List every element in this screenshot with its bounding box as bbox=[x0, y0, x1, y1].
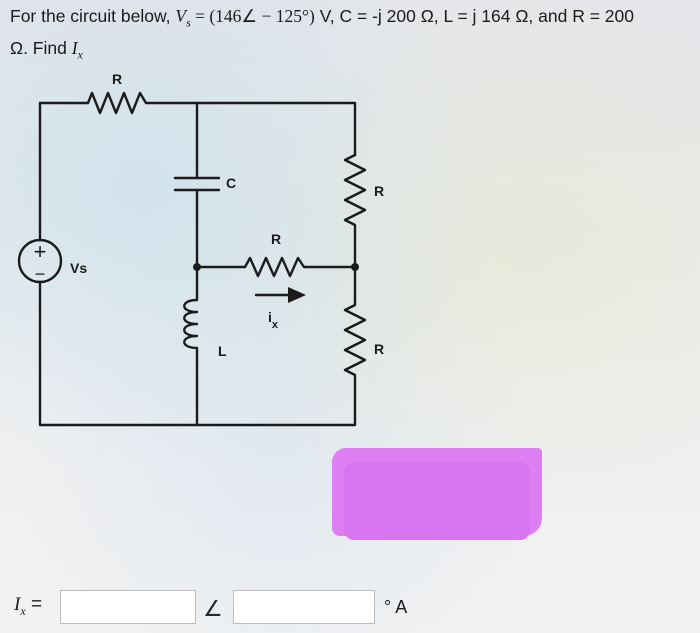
magnitude-input[interactable] bbox=[60, 590, 196, 624]
answer-label: Ix = bbox=[14, 594, 43, 618]
resistor-right-top bbox=[343, 153, 367, 269]
vs-value: = (146∠ − 125°) bbox=[190, 6, 315, 26]
voltage-source bbox=[17, 238, 63, 284]
angle-symbol: ∠ bbox=[203, 596, 223, 621]
node-right bbox=[351, 263, 359, 271]
label-r-middle: R bbox=[271, 231, 281, 247]
source-plus: + bbox=[34, 239, 47, 264]
label-l: L bbox=[218, 343, 227, 359]
resistor-right-bottom bbox=[343, 265, 367, 397]
label-ix: ix bbox=[268, 309, 279, 331]
unit-label: ° A bbox=[384, 597, 408, 617]
current-arrow-head bbox=[288, 287, 306, 303]
label-c: C bbox=[226, 175, 236, 191]
label-r-right-top: R bbox=[374, 183, 384, 199]
label-r-top: R bbox=[112, 71, 122, 87]
inductor bbox=[183, 298, 199, 427]
label-r-right-bottom: R bbox=[374, 341, 384, 357]
source-minus: − bbox=[35, 264, 46, 284]
circuit-diagram: R C R R + − Vs ix L R bbox=[17, 71, 384, 427]
vs-symbol: Vs bbox=[175, 6, 191, 30]
label-vs: Vs bbox=[70, 260, 87, 276]
angle-input[interactable] bbox=[233, 590, 375, 624]
problem-statement: For the circuit below, Vs = (146∠ − 125°… bbox=[10, 4, 695, 67]
target-symbol: Ix bbox=[71, 37, 83, 62]
redaction-mark-2 bbox=[344, 462, 530, 540]
problem-line2: Ω. Find bbox=[10, 37, 72, 58]
resistor-top bbox=[38, 91, 357, 157]
node-left bbox=[193, 263, 201, 271]
component-values: V, C = -j 200 Ω, L = j 164 Ω, and R = 20… bbox=[314, 6, 634, 26]
resistor-middle bbox=[195, 256, 357, 278]
problem-intro: For the circuit below, bbox=[10, 6, 176, 26]
